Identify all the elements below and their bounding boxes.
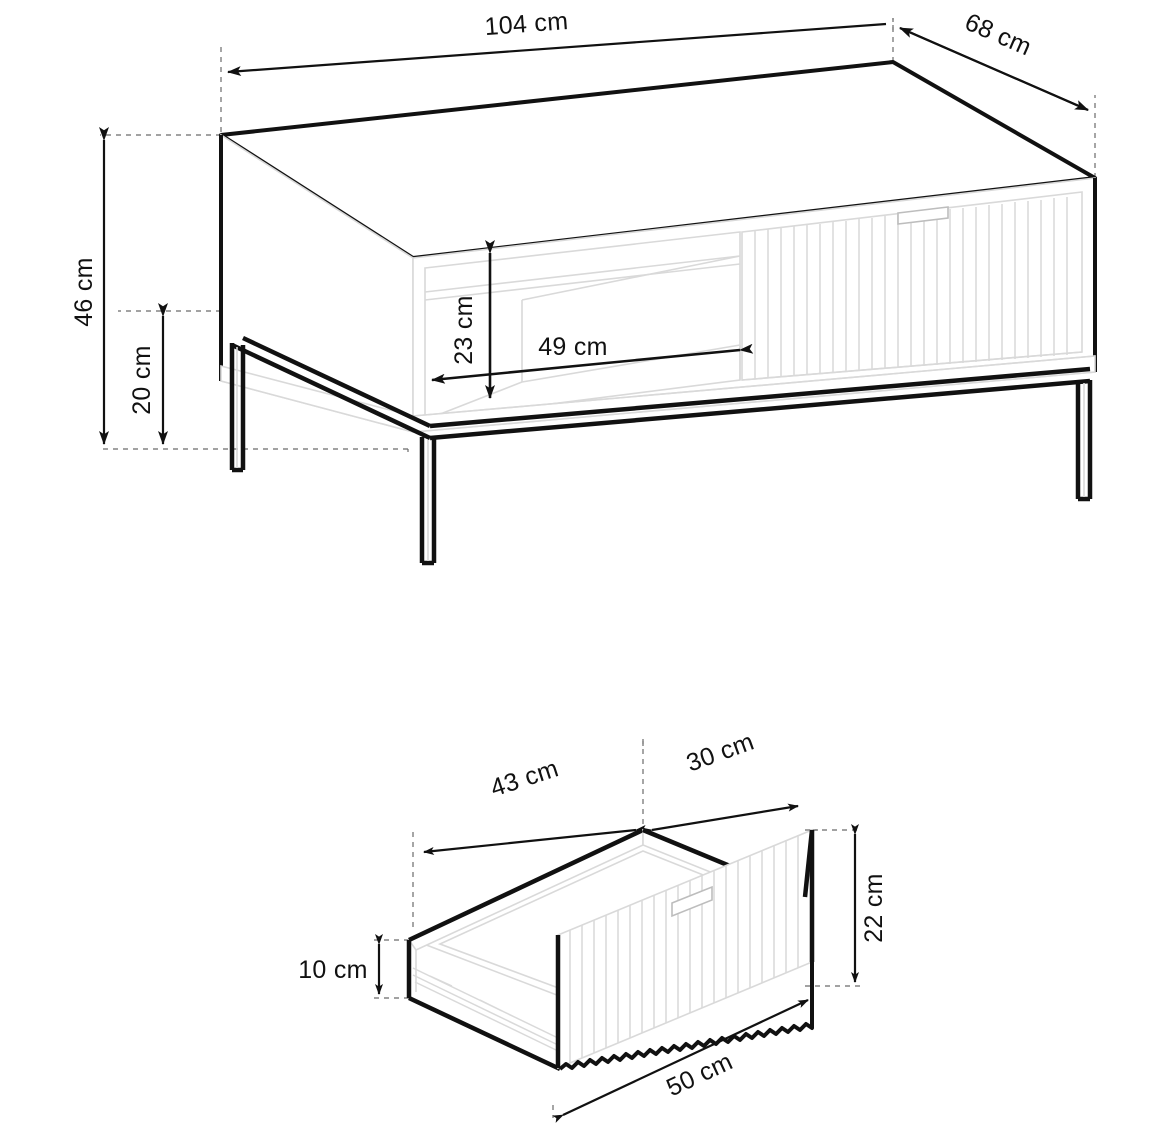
drawer-left-wall [406,827,644,1072]
label-shelf-height-23: 23 cm [450,295,478,365]
label-leg-20: 20 cm [128,345,156,415]
drawer-flute-ribs [569,835,799,1063]
dimension-width-104: 104 cm [227,7,887,77]
drawer-slide-rail [412,967,559,1051]
label-drawer-box-height-10: 10 cm [298,956,368,984]
dimension-drawer-box-height-10: 10 cm [298,934,383,995]
table-drawer-front-fluted[interactable] [741,191,1083,381]
label-drawer-front-height-22: 22 cm [860,873,888,943]
drawer-detail-view: 43 cm 30 cm 10 cm 22 cm 50 cm [298,727,888,1123]
table-leg-highlights [236,347,1085,561]
flute-ribs [754,197,1068,379]
dimension-height-46: 46 cm [70,127,109,445]
dimension-drawer-front-height-22: 22 cm [851,824,888,983]
table-leg-frame [229,335,1093,566]
table-extension-lines [100,18,1096,452]
dimension-shelf-width-49: 49 cm [431,333,754,384]
label-width-104: 104 cm [484,7,570,41]
coffee-table-view: 104 cm 68 cm 46 cm 20 cm [70,7,1097,566]
label-height-46: 46 cm [70,257,98,327]
dimension-leg-20: 20 cm [128,303,168,445]
drawer-front-top-edge [802,829,815,898]
drawer-front-handle[interactable] [671,885,713,918]
label-shelf-width-49: 49 cm [538,333,608,361]
drawer-handle[interactable] [897,206,949,225]
